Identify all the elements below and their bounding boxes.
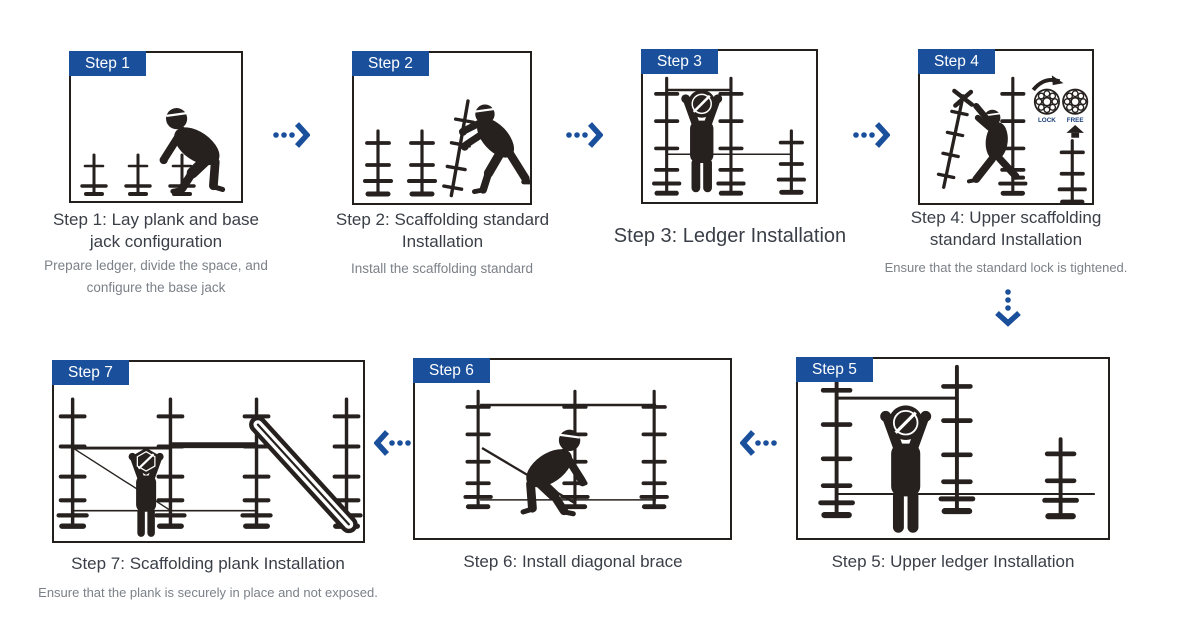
lifting-worker-figure bbox=[681, 90, 722, 192]
lock-rosette-icon bbox=[1033, 88, 1060, 115]
step-3-illustration bbox=[643, 51, 816, 202]
tilted-standard-icon bbox=[936, 94, 969, 189]
lock-label: LOCK bbox=[1038, 117, 1056, 124]
scaffold-standard-icon bbox=[1045, 439, 1077, 516]
up-arrow-icon bbox=[1066, 125, 1084, 138]
step-4-illustration: LOCK FREE bbox=[936, 75, 1089, 203]
step-4-badge: Step 4 bbox=[918, 49, 995, 74]
free-label: FREE bbox=[1067, 117, 1084, 124]
plank-carrying-worker-figure bbox=[129, 448, 164, 537]
leaning-plank-icon bbox=[249, 415, 358, 534]
scaffold-standard-icon bbox=[779, 131, 804, 192]
step-3-badge: Step 3 bbox=[641, 49, 718, 74]
scaffold-standard-icon bbox=[409, 131, 435, 194]
scaffold-standard-icon bbox=[365, 131, 391, 194]
tilted-standard-icon bbox=[442, 99, 476, 198]
rotate-arrowhead-icon bbox=[1051, 75, 1064, 86]
step-7-illustration bbox=[54, 362, 363, 541]
pushing-worker-figure bbox=[459, 105, 530, 192]
step-4-caption: Step 4: Upper scaffolding standard Insta… bbox=[910, 208, 1102, 250]
step-5-badge: Step 5 bbox=[796, 357, 873, 382]
scaffold-standard-icon bbox=[59, 399, 87, 526]
step-5-panel: Step 5 bbox=[796, 357, 1110, 540]
step-1-badge: Step 1 bbox=[69, 51, 146, 76]
step-6-illustration bbox=[415, 360, 730, 538]
step-3-panel: Step 3 bbox=[641, 49, 818, 204]
lifting-worker-figure bbox=[880, 405, 931, 532]
flow-arrow-left-6-7 bbox=[374, 430, 411, 456]
step-1-panel: Step 1 bbox=[69, 51, 243, 203]
step-1-subcaption: Prepare ledger, divide the space, and co… bbox=[44, 258, 268, 296]
scaffold-standard-icon bbox=[654, 78, 679, 193]
step-2-subcaption: Install the scaffolding standard bbox=[350, 261, 534, 276]
scaffold-standard-icon bbox=[465, 391, 490, 506]
base-jack-icon bbox=[124, 153, 152, 196]
step-2-panel: Step 2 bbox=[352, 51, 532, 205]
scaffold-standard-icon bbox=[718, 78, 743, 193]
crouching-worker-figure bbox=[520, 430, 587, 514]
step-6-panel: Step 6 bbox=[413, 358, 732, 540]
step-5-caption: Step 5: Upper ledger Installation bbox=[831, 552, 1075, 571]
step-7-subcaption: Ensure that the plank is securely in pla… bbox=[38, 585, 378, 600]
step-4-subcaption: Ensure that the standard lock is tighten… bbox=[884, 260, 1128, 275]
flow-arrow-right-1-2 bbox=[273, 122, 310, 148]
step-3-caption: Step 3: Ledger Installation bbox=[613, 225, 847, 247]
base-jack-icon bbox=[80, 153, 108, 196]
step-2-illustration bbox=[354, 99, 530, 198]
step-5-illustration bbox=[798, 359, 1095, 538]
step-7-panel: Step 7 bbox=[52, 360, 365, 543]
step-2-badge: Step 2 bbox=[352, 51, 429, 76]
step-7-badge: Step 7 bbox=[52, 360, 129, 385]
step-6-caption: Step 6: Install diagonal brace bbox=[463, 552, 683, 571]
scaffold-standard-icon bbox=[156, 399, 184, 526]
step-7-caption: Step 7: Scaffolding plank Installation bbox=[71, 554, 345, 573]
step-2-caption: Step 2: Scaffolding standard Installatio… bbox=[335, 210, 550, 252]
free-rosette-icon bbox=[1062, 88, 1089, 115]
flow-arrow-down-4-5 bbox=[995, 289, 1021, 327]
flow-arrow-right-2-3 bbox=[566, 122, 603, 148]
hammer-icon bbox=[952, 88, 975, 108]
scaffold-standard-icon bbox=[941, 367, 973, 511]
scaffold-standard-icon bbox=[641, 391, 666, 506]
step-1-caption: Step 1: Lay plank and base jack configur… bbox=[52, 210, 260, 252]
flow-arrow-right-3-4 bbox=[853, 122, 890, 148]
step-6-badge: Step 6 bbox=[413, 358, 490, 383]
scaffold-standard-icon bbox=[1060, 141, 1085, 202]
step-4-panel: Step 4 LOCK FREE bbox=[918, 49, 1094, 205]
crouching-worker-figure bbox=[160, 108, 227, 191]
flow-arrow-left-5-6 bbox=[740, 430, 777, 456]
